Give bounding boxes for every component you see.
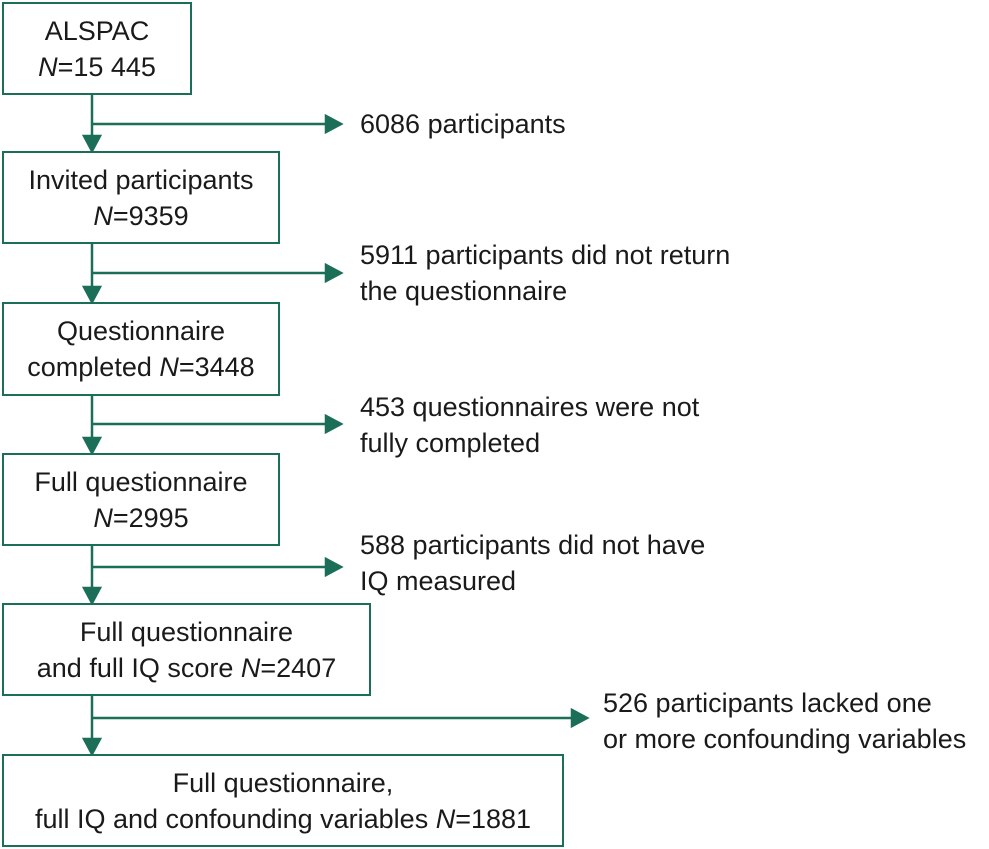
arrowhead-right-2 [324,262,344,284]
exclusion-note-4: 588 participants did not have IQ measure… [360,527,705,599]
box-line: Full questionnaire [34,466,248,497]
box-line: Full questionnaire, [172,767,394,798]
exclusion-note-1: 6086 participants [360,106,566,142]
note-line: fully completed [360,428,541,458]
box-full-questionnaire: Full questionnaire N=2995 [2,453,280,546]
box-line: ALSPAC [44,15,150,46]
box-line: Full questionnaire [79,616,294,647]
note-line: or more confounding variables [603,724,967,754]
arrowhead-down-3 [81,436,103,456]
arrowhead-right-1 [324,113,344,135]
box-line: Questionnaire [56,316,226,346]
box-questionnaire-completed: Questionnaire completed N=3448 [2,302,280,396]
arrowhead-down-5 [81,737,103,757]
note-line: the questionnaire [360,276,568,306]
note-line: IQ measured [360,566,517,596]
box-full-iq: Full questionnaire and full IQ score N=2… [2,603,371,696]
box-final-sample: Full questionnaire, full IQ and confound… [2,754,564,847]
note-line: 526 participants lacked one [603,688,932,718]
box-invited: Invited participants N=9359 [2,151,280,244]
exclusion-note-2: 5911 participants did not return the que… [360,237,730,309]
box-count: N=9359 [93,200,189,231]
note-line: 453 questionnaires were not [360,392,700,422]
exclusion-note-5: 526 participants lacked one or more conf… [603,685,966,757]
note-line: 6086 participants [360,109,566,139]
box-count: and full IQ score N=2407 [36,652,337,683]
note-line: 588 participants did not have [360,530,706,560]
arrowhead-down-1 [81,134,103,154]
box-alspac: ALSPAC N=15 445 [2,2,192,95]
note-line: 5911 participants did not return [360,240,731,270]
arrowhead-right-4 [324,556,344,578]
arrowhead-right-5 [570,707,590,729]
exclusion-note-3: 453 questionnaires were not fully comple… [360,389,699,461]
box-count: N=15 445 [38,51,156,82]
box-line: Invited participants [28,164,254,195]
arrowhead-right-3 [324,413,344,435]
box-count: completed N=3448 [27,352,255,382]
arrowhead-down-4 [81,586,103,606]
box-count: N=2995 [93,502,189,533]
arrowhead-down-2 [81,285,103,305]
box-count: full IQ and confounding variables N=1881 [34,803,532,834]
